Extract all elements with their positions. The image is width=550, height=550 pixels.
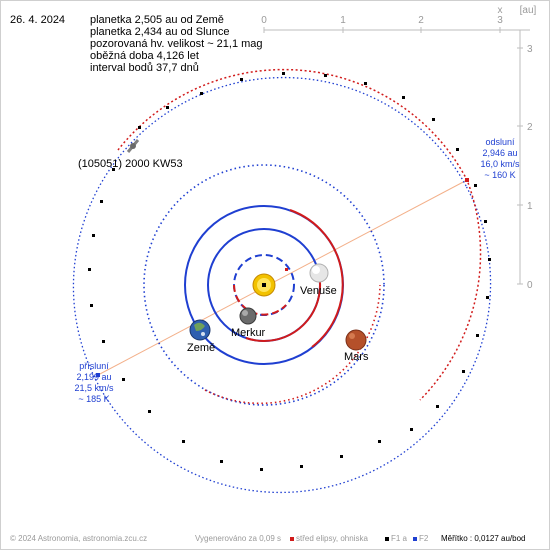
mercury-label: Merkur [231, 327, 266, 339]
perihelion-info: přísluní 2,199 au 21,5 km/s ~ 185 K [74, 361, 114, 404]
center-dot-icon [290, 536, 294, 541]
orbit-point-markers [88, 72, 491, 471]
footer-copyright[interactable]: © 2024 Astronomia, astronomia.zcu.cz [10, 534, 148, 543]
info-line-distance-sun: planetka 2,434 au od Slunce [90, 26, 230, 38]
venus-label: Venuše [300, 285, 337, 297]
asteroid-orbit [72, 76, 492, 494]
f1-dot-icon [385, 536, 389, 541]
mars-orbit [143, 164, 385, 406]
aphelion-info: odsluní 2,946 au 16,0 km/s ~ 160 K [480, 137, 520, 180]
perihelion-marker [96, 373, 100, 377]
earth-label: Země [187, 342, 215, 354]
venus[interactable] [309, 263, 329, 283]
info-line-magnitude: pozorovaná hv. velikost ~ 21,1 mag [90, 38, 263, 50]
top-tick-3: 3 [497, 15, 503, 26]
info-line-interval: interval bodů 37,7 dnů [90, 62, 199, 74]
mars[interactable] [345, 329, 367, 351]
asteroid-label: (105051) 2000 KW53 [78, 158, 183, 170]
footer-generated: Vygenerováno za 0,09 s [195, 534, 281, 543]
right-tick-3: 3 [527, 44, 533, 55]
aphelion-title: odsluní [485, 137, 515, 147]
top-tick-1: 1 [340, 15, 346, 26]
aphelion-marker [465, 178, 469, 182]
f1-text: F1 a [391, 534, 408, 543]
center-legend-text: střed elipsy, ohniska [296, 534, 368, 543]
aphelion-speed: 16,0 km/s [480, 159, 520, 169]
right-tick-1: 1 [527, 201, 533, 212]
asteroid-orbit-arc [117, 68, 482, 401]
perihelion-dist: 2,199 au [76, 372, 111, 382]
aphelion-dist: 2,946 au [482, 148, 517, 158]
info-line-period: oběžná doba 4,126 let [90, 50, 199, 62]
perihelion-temp: ~ 185 K [78, 394, 109, 404]
f2-text: F2 [419, 534, 429, 543]
earth[interactable] [189, 319, 211, 341]
unit-label: [au] [520, 5, 537, 16]
sun[interactable] [252, 273, 276, 297]
info-line-distance-earth: planetka 2,505 au od Země [90, 14, 224, 26]
top-tick-0: 0 [261, 15, 267, 26]
asteroid-marker[interactable] [126, 139, 140, 153]
date-label: 26. 4. 2024 [10, 14, 66, 26]
top-axis: 0 1 2 3 x [au] [261, 5, 537, 33]
x-axis-label: x [498, 5, 503, 16]
right-tick-0: 0 [527, 280, 533, 291]
aphelion-temp: ~ 160 K [484, 170, 515, 180]
perihelion-speed: 21,5 km/s [74, 383, 114, 393]
footer-f2: F2 [413, 534, 428, 544]
right-axis: 3 2 1 0 [517, 30, 533, 291]
perihelion-title: přísluní [79, 361, 109, 371]
top-tick-2: 2 [418, 15, 424, 26]
venus-orbit-arc [245, 269, 321, 342]
apsis-line [97, 179, 468, 376]
mars-orbit-arc [204, 284, 381, 405]
f2-dot-icon [413, 536, 417, 541]
mars-label: Mars [344, 351, 369, 363]
right-tick-2: 2 [527, 122, 533, 133]
footer-scale: Měřítko : 0,0127 au/bod [441, 534, 526, 543]
mercury[interactable] [239, 307, 257, 325]
earth-orbit-arc [289, 209, 344, 348]
footer-center-legend: střed elipsy, ohniska [290, 534, 368, 544]
footer-f1: F1 a [385, 534, 407, 544]
